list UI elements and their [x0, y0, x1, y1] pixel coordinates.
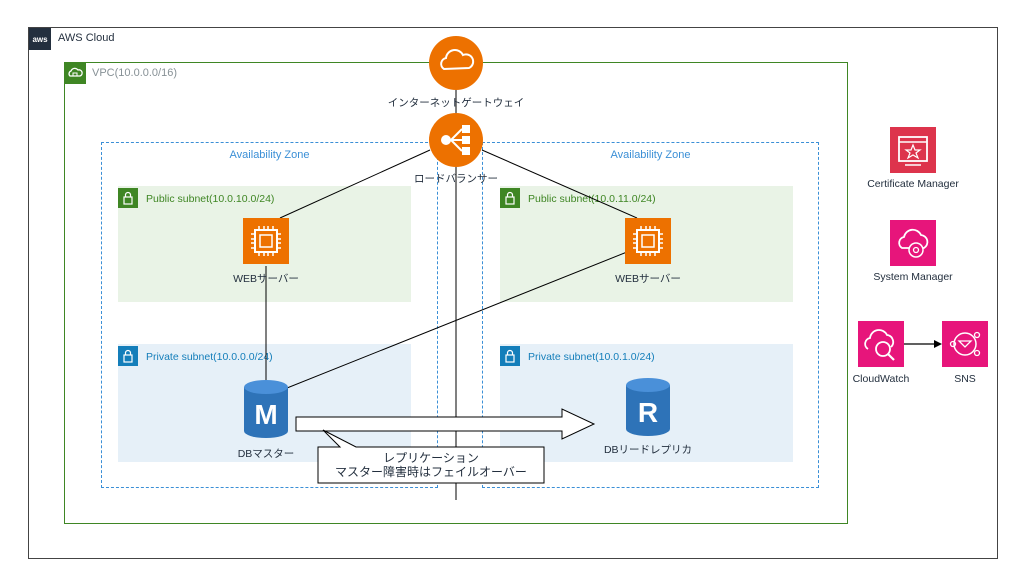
availability-zone-left-label: Availability Zone [229, 149, 310, 161]
db-replica-icon: R [626, 378, 670, 436]
ec2-instance-icon [243, 218, 289, 264]
alb-web-right-line [481, 149, 638, 219]
db-master-icon: M [244, 380, 288, 438]
availability-zone-right [482, 142, 819, 488]
web-server-right-label: WEBサーバー [615, 273, 681, 285]
db-replica-letter: R [638, 397, 658, 428]
web-server-left-label: WEBサーバー [233, 273, 299, 285]
cloudwatch-sns-arrowhead [934, 340, 942, 348]
cloudwatch-label: CloudWatch [852, 373, 910, 385]
systems-manager-icon [890, 220, 936, 266]
sns-label: SNS [954, 373, 976, 385]
db-master-label: DBマスター [237, 448, 295, 460]
certificate-manager-icon [890, 127, 936, 173]
db-master-letter: M [254, 399, 277, 430]
certificate-manager-label: Certificate Manager [867, 178, 959, 190]
aws-cloud-label: AWS Cloud [58, 32, 115, 44]
availability-zone-right-label: Availability Zone [610, 149, 691, 161]
lock-icon [500, 346, 520, 366]
load-balancer-icon [429, 113, 483, 167]
lock-icon [500, 188, 520, 208]
load-balancer-label: ロードバランサー [414, 173, 498, 185]
aws-cloud-container [28, 27, 998, 559]
ec2-instance-icon [625, 218, 671, 264]
public-subnet-left-label: Public subnet(10.0.10.0/24) [146, 193, 275, 205]
alb-web-left-line [279, 149, 431, 219]
cloudwatch-icon [858, 321, 904, 367]
callout-box [317, 429, 545, 484]
systems-manager-label: System Manager [873, 271, 953, 283]
callout-line-1: レプリケーション [383, 451, 479, 465]
internet-gateway-icon [429, 36, 483, 90]
availability-zone-left [101, 142, 438, 488]
lock-icon [118, 188, 138, 208]
replication-arrow [295, 408, 596, 440]
sns-icon [942, 321, 988, 367]
internet-gateway-label: インターネットゲートウェイ [387, 97, 525, 109]
replication-callout-text: レプリケーション マスター障害時はフェイルオーバー [318, 451, 544, 479]
web-right-db-line [281, 249, 633, 391]
public-subnet-right-label: Public subnet(10.0.11.0/24) [528, 193, 656, 205]
lock-icon [118, 346, 138, 366]
vpc-label: VPC(10.0.0.0/16) [92, 67, 177, 79]
vpc-icon [64, 62, 86, 84]
private-subnet-right-label: Private subnet(10.0.1.0/24) [528, 351, 655, 363]
db-replica-label: DBリードレプリカ [603, 444, 693, 456]
callout-line-2: マスター障害時はフェイルオーバー [335, 465, 527, 479]
aws-cloud-icon: aws [29, 28, 51, 50]
private-subnet-left-label: Private subnet(10.0.0.0/24) [146, 351, 273, 363]
